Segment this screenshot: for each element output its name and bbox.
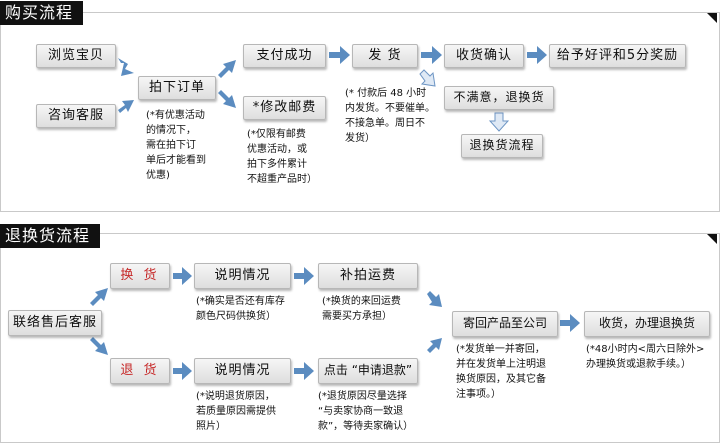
node-explain-exchange: 说明情况 [194, 263, 291, 289]
arrow-contact-to-refund [90, 337, 108, 355]
note-send-back: (*发货单一并寄回， 并在发货单上注明退 换货原因，及其它备 注事项。） [456, 344, 546, 400]
arrow-ship-to-confirm [421, 46, 442, 64]
purchase-section-title: 购买流程 [0, 1, 84, 25]
node-order: 拍下订单 [138, 76, 216, 100]
arrow-pay-to-ship [329, 46, 350, 64]
node-pay: 支付成功 [243, 44, 326, 68]
note-apply-refund: (*退货原因尽量选择 “与卖家协商一致退 款”，等待卖家确认） [318, 391, 414, 432]
arrow-apply-to-sendback [427, 338, 442, 353]
node-browse: 浏览宝贝 [36, 44, 116, 68]
note-shipping: (*换货的来回运费 需要买方承担） [322, 296, 401, 322]
node-refund: 退 货 [110, 358, 170, 384]
arrow-order-to-pay [218, 60, 236, 78]
arrow-unsatisfied-to-return [488, 112, 510, 132]
node-apply-refund: 点击 “申请退款” [318, 358, 418, 384]
arrow-sendback-to-finish [560, 314, 580, 332]
note-exchange: (*确实是否还有库存 颜色尺码供换货） [196, 296, 285, 322]
node-send-back: 寄回产品至公司 [452, 311, 558, 337]
arrow-contact-to-exchange [90, 288, 108, 306]
arrow-explain-to-apply [294, 362, 314, 380]
arrow-exchange-to-explain [173, 267, 192, 285]
note-postage: (*仅限有邮费 优惠活动，或 拍下多件累计 不超重产品时） [247, 129, 317, 185]
arrow-consult-to-order [118, 100, 134, 113]
arrow-refund-to-explain [173, 362, 192, 380]
node-exchange: 换 货 [110, 263, 170, 289]
purchase-corner-mark [707, 13, 717, 23]
arrow-ship-to-unsatisfied [419, 69, 436, 87]
returns-section-title: 退换货流程 [0, 224, 101, 248]
note-refund-reason: (*说明退货原因， 若质量原因需提供 照片） [196, 391, 276, 432]
node-finish: 收货，办理退换货 [584, 311, 710, 337]
note-ship: (* 付款后 48 小时 内发货。不要催单。 不接急单。周日不 发货） [345, 88, 435, 144]
node-ship: 发 货 [352, 44, 418, 68]
note-order: (*有优惠活动 的情况下， 需在拍下订 单后才能看到 优惠) [146, 110, 206, 181]
node-return-flow: 退换货流程 [461, 134, 543, 158]
arrow-confirm-to-review [527, 46, 547, 64]
node-confirm: 收货确认 [444, 44, 524, 68]
node-review: 给予好评和5分奖励 [549, 44, 686, 68]
node-consult: 咨询客服 [36, 104, 116, 128]
arrow-browse-to-order [118, 58, 134, 76]
note-finish: (*48小时内<周六日除外> 办理换货或退款手续。） [586, 344, 705, 370]
node-contact-service: 联络售后客服 [8, 310, 102, 336]
node-explain-refund: 说明情况 [194, 358, 291, 384]
arrow-order-to-postage [218, 90, 236, 108]
node-modify-postage: *修改邮费 [243, 96, 326, 120]
node-pay-shipping: 补拍运费 [318, 263, 418, 289]
node-unsatisfied: 不满意，退换货 [444, 86, 554, 110]
returns-corner-mark [707, 234, 717, 244]
arrow-shipping-to-sendback [427, 291, 442, 307]
arrow-explain-to-shipping [294, 267, 314, 285]
